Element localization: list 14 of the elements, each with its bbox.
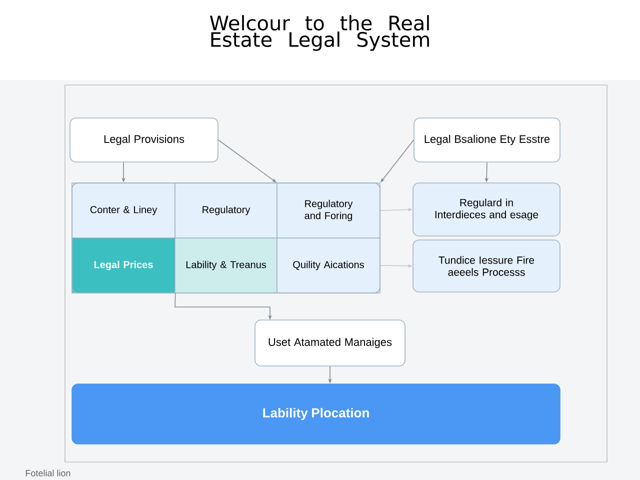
table-cell: Quility Aications	[276, 238, 380, 294]
process-box: Legal Bsalione Ety Esstre	[414, 118, 560, 162]
table-cell: Lability & Treanus	[174, 238, 278, 294]
process-box: Legal Provisions	[70, 118, 218, 162]
footer-note: Fotelial lion	[26, 470, 70, 476]
result-bar: Lability Plocation	[72, 384, 560, 444]
table-cell: Regulatory	[174, 182, 278, 238]
table-cell: Regulatory and Foring	[276, 182, 380, 238]
process-box: Regulard in Interdieces and esage	[412, 182, 560, 236]
process-box: Tundice Iessure Fire aeeels Processs	[412, 240, 560, 292]
table-cell: Legal Prices	[72, 238, 176, 294]
title: Welcour to the Real Estate Legal System	[210, 15, 429, 51]
process-box: Uset Atamated Manaiges	[254, 320, 406, 366]
table-cell: Conter & Liney	[72, 182, 176, 238]
